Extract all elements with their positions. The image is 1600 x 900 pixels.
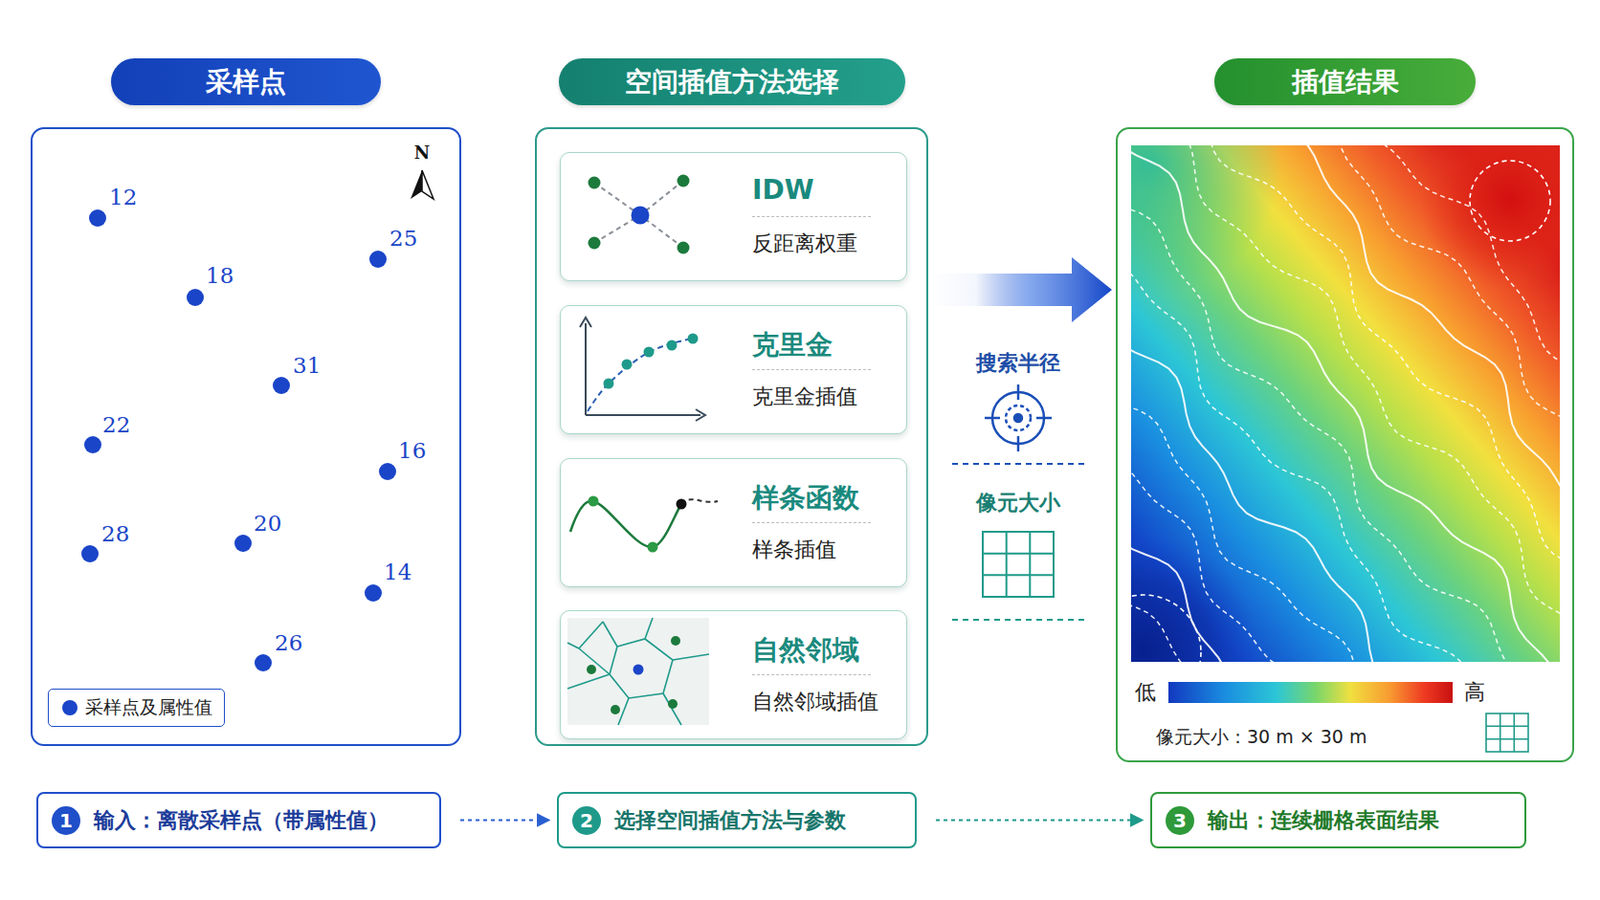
contour-line (1131, 182, 1560, 663)
sample-value: 26 (274, 630, 303, 658)
contour-line (1131, 145, 1560, 663)
step-text: 选择空间插值方法与参数 (614, 807, 846, 835)
method-title: IDW (752, 174, 815, 206)
cell-size-icon (982, 532, 1054, 598)
method-card: 克里金克里金插值 (559, 305, 908, 435)
step-box: 2 选择空间插值方法与参数 (556, 792, 917, 849)
kriging-icon (579, 317, 706, 422)
contour-line (1162, 145, 1560, 663)
scale-high: 高 (1464, 680, 1486, 706)
heat-map (1131, 145, 1560, 663)
sample-value: 16 (398, 438, 426, 466)
divider-line (952, 619, 1088, 622)
step-box: 3 输出：连续栅格表面结果 (1150, 792, 1527, 849)
panel-box: 采样点 (30, 127, 462, 747)
spline-icon (570, 496, 718, 554)
sample-value: 12 (109, 184, 137, 212)
sample-value: 28 (101, 521, 130, 549)
parameter-label: 搜索半径 (976, 351, 1061, 377)
north-label: N (414, 142, 430, 164)
panel-heading: 插值结果 (1214, 58, 1476, 106)
step-number: 2 (572, 806, 601, 836)
idw-icon (588, 175, 690, 255)
sample-value: 14 (383, 559, 412, 587)
north-arrow (410, 170, 434, 200)
step-box: 1 输入：离散采样点（带属性值） (36, 792, 442, 849)
flow-arrow (930, 257, 1112, 323)
method-subtitle: 克里金插值 (752, 382, 858, 412)
method-subtitle: 样条插值 (752, 535, 837, 565)
method-card: 自然邻域自然邻域插值 (559, 610, 908, 740)
method-subtitle: 反距离权重 (752, 229, 858, 259)
panel-heading: 采样点 (111, 58, 381, 106)
panel-box: 插值结果 (1115, 127, 1575, 763)
contour-line (1131, 271, 1560, 664)
contour-line (1203, 145, 1560, 663)
step-text: 输入：离散采样点（带属性值） (93, 807, 389, 835)
legend-swatch (62, 700, 78, 716)
method-title: 样条函数 (752, 480, 860, 517)
sample-value: 22 (102, 412, 131, 440)
contour-line (1131, 145, 1560, 663)
cell-size-note: 像元大小：30 m × 30 m (1155, 726, 1367, 749)
step-connector (935, 820, 1143, 823)
contour-line (1182, 145, 1560, 663)
sample-value: 20 (253, 511, 282, 538)
contour-line (1131, 160, 1560, 663)
sample-value: 18 (205, 263, 234, 290)
contour-line (1131, 247, 1560, 663)
contour-line (1242, 145, 1560, 663)
method-title: 自然邻域 (752, 632, 860, 669)
sample-value: 31 (292, 353, 321, 380)
step-number: 3 (1165, 806, 1195, 836)
panel-box: 空间插值方法选择IDW反距离权重克里金克里金插值样条函数样条插值自然邻域自然邻域… (534, 127, 929, 747)
method-title: 克里金 (752, 327, 833, 364)
step-number: 1 (51, 806, 81, 836)
cell-grid-icon (1486, 713, 1529, 753)
sample-points (81, 209, 397, 672)
sample-value: 25 (389, 225, 418, 253)
step-text: 输出：连续栅格表面结果 (1207, 807, 1440, 835)
dashed-divider (752, 369, 871, 371)
method-card: IDW 反距离权重 (559, 152, 908, 282)
contour-line (1131, 145, 1560, 663)
scale-low: 低 (1134, 680, 1156, 706)
legend-text: 采样点及属性值 (85, 696, 213, 718)
contour-line (1131, 289, 1553, 663)
legend-box: 采样点及属性值 (47, 688, 225, 728)
method-card: 样条函数样条插值 (559, 458, 908, 588)
dashed-divider (752, 216, 871, 218)
natural-neighbor-icon (567, 618, 710, 726)
color-bar (1168, 682, 1453, 704)
method-subtitle: 自然邻域插值 (752, 688, 879, 717)
panel-heading: 空间插值方法选择 (558, 58, 906, 106)
contour-line (1131, 214, 1560, 663)
step-connector (460, 820, 550, 823)
divider-line (952, 463, 1088, 466)
parameter-label: 像元大小 (976, 490, 1061, 516)
search-radius-icon (984, 384, 1052, 452)
dashed-divider (752, 522, 871, 524)
dashed-divider (752, 674, 871, 676)
